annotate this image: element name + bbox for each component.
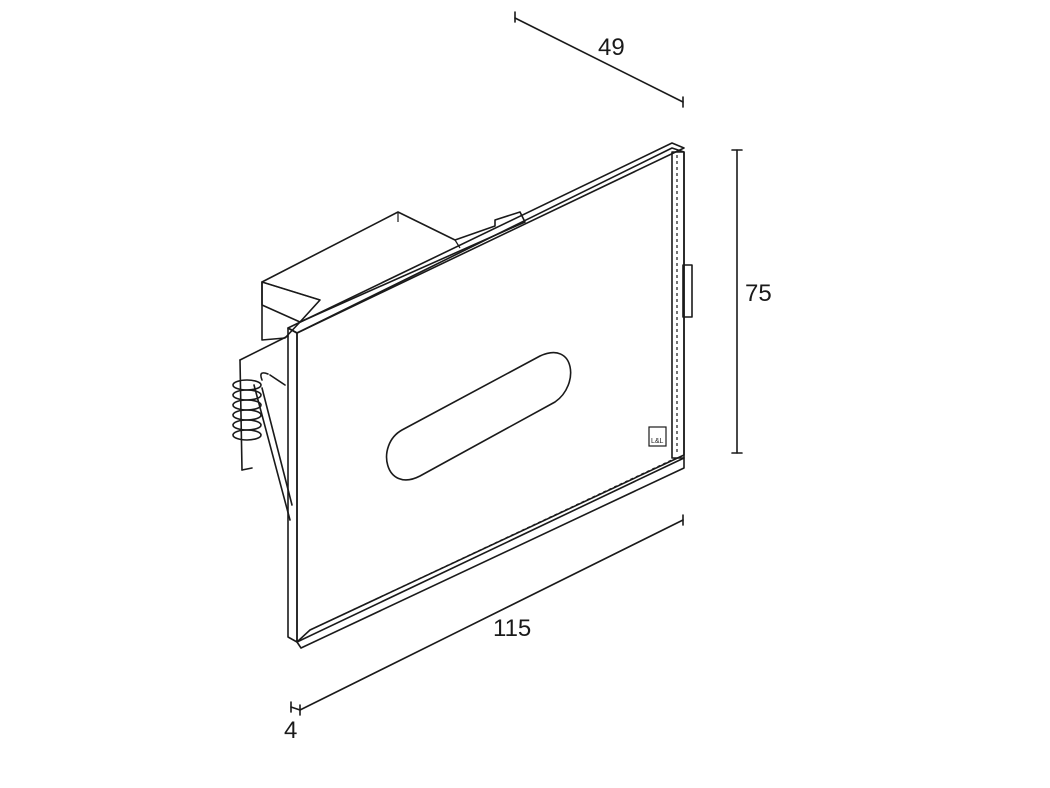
panel-top-edge bbox=[287, 142, 685, 334]
dimension-height: 75 bbox=[731, 149, 772, 454]
dimension-thickness: 4 bbox=[284, 701, 301, 744]
logo-badge bbox=[648, 426, 667, 447]
dim-label-depth: 49 bbox=[598, 34, 625, 61]
dim-label-width: 115 bbox=[493, 615, 531, 642]
front-panel: L&L bbox=[287, 142, 685, 649]
housing bbox=[261, 211, 693, 341]
dim-label-thickness: 4 bbox=[284, 717, 297, 744]
side-tab bbox=[682, 264, 693, 318]
dimension-depth: 49 bbox=[514, 11, 684, 108]
dimension-width: 115 bbox=[299, 514, 684, 711]
light-slot bbox=[385, 351, 572, 481]
housing-top bbox=[261, 211, 526, 323]
panel-right-edge bbox=[671, 151, 685, 459]
panel-left-edge bbox=[287, 327, 298, 643]
panel-bottom-edge bbox=[296, 457, 685, 649]
panel-face bbox=[296, 147, 685, 643]
spring-clip bbox=[232, 335, 293, 521]
dim-label-height: 75 bbox=[745, 280, 772, 307]
svg-text:L&L: L&L bbox=[651, 438, 664, 445]
